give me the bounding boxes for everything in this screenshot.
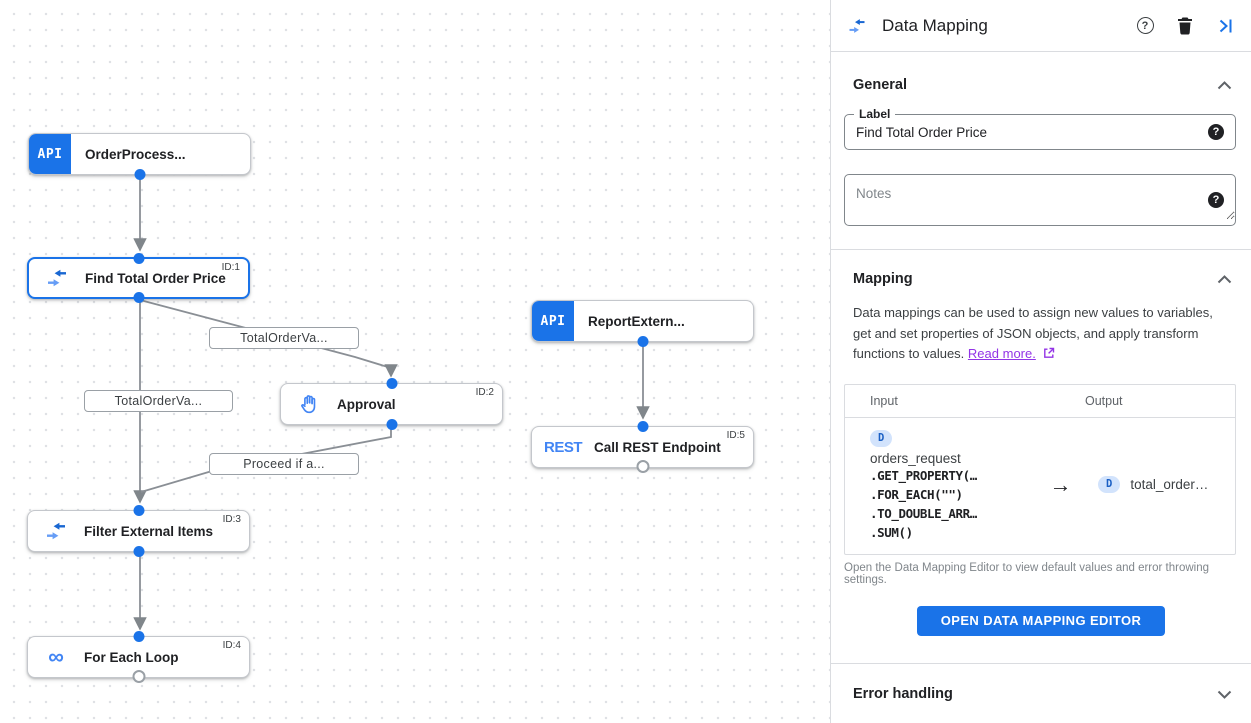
section-general-title: General <box>853 77 907 93</box>
transform-function: .TO_DOUBLE_ARR… <box>870 505 977 521</box>
loop-icon: ∞ <box>48 644 64 669</box>
input-column-header: Input <box>870 393 898 408</box>
hand-approval-icon <box>296 393 322 416</box>
label-input[interactable] <box>845 115 1235 149</box>
node-title: For Each Loop <box>84 649 179 665</box>
editor-hint-text: Open the Data Mapping Editor to view def… <box>844 561 1210 586</box>
node-title: Call REST Endpoint <box>594 439 721 455</box>
data-type-chip: D <box>870 429 893 447</box>
node-report-extern-trigger[interactable]: API ReportExtern... <box>531 300 754 347</box>
chevron-up-icon[interactable] <box>1217 274 1232 284</box>
node-id-badge: ID:1 <box>221 262 240 273</box>
connection-point[interactable] <box>636 460 649 473</box>
data-mapping-icon <box>847 16 867 36</box>
input-variable: orders_request <box>870 450 961 466</box>
notes-textarea[interactable] <box>845 175 1235 220</box>
transform-function: .FOR_EACH("") <box>870 486 963 502</box>
connection-point[interactable] <box>133 631 144 642</box>
node-call-rest-endpoint[interactable]: REST Call REST Endpoint ID:5 <box>531 421 754 473</box>
connection-point[interactable] <box>133 505 144 516</box>
flow-canvas[interactable]: API OrderProcess... Find Total Order Pri… <box>0 0 830 723</box>
mapping-table-header: Input Output <box>845 385 1235 418</box>
notes-help-icon[interactable]: ? <box>1208 192 1224 208</box>
connection-point[interactable] <box>133 253 144 264</box>
transform-function: .SUM() <box>870 524 913 540</box>
flow-edges <box>133 175 650 631</box>
node-id-badge: ID:2 <box>475 387 494 398</box>
data-type-chip: D <box>1098 476 1121 493</box>
mapping-input-cell: D orders_request .GET_PROPERTY(… .FOR_EA… <box>845 428 1023 542</box>
mapping-row[interactable]: D orders_request .GET_PROPERTY(… .FOR_EA… <box>845 418 1235 554</box>
chevron-up-icon[interactable] <box>1217 80 1232 90</box>
node-id-badge: ID:3 <box>222 514 241 525</box>
section-error-handling-title: Error handling <box>853 686 953 702</box>
divider <box>831 249 1251 250</box>
node-id-badge: ID:5 <box>726 430 745 441</box>
mapping-output-cell: D total_order… <box>1098 476 1208 493</box>
edge-label-total-order-value-2[interactable]: TotalOrderVa... <box>84 390 233 412</box>
help-icon[interactable]: ? <box>1135 16 1155 36</box>
node-title: Find Total Order Price <box>85 270 226 286</box>
label-field: Label ? <box>844 107 1236 150</box>
output-column-header: Output <box>1085 393 1123 408</box>
node-title: Approval <box>337 396 396 412</box>
connection-point[interactable] <box>133 546 144 557</box>
node-for-each-loop[interactable]: ∞ For Each Loop ID:4 <box>27 631 250 683</box>
connection-point[interactable] <box>132 670 145 683</box>
node-title: OrderProcess... <box>85 146 186 162</box>
mapping-table: Input Output D orders_request .GET_PROPE… <box>844 383 1236 555</box>
divider <box>831 662 1251 664</box>
edge-label-proceed-if[interactable]: Proceed if a... <box>209 453 359 475</box>
connection-point[interactable] <box>134 169 145 180</box>
mapping-arrow: → <box>1049 471 1072 497</box>
chevron-down-icon[interactable] <box>1217 690 1232 699</box>
external-link-icon <box>1043 345 1055 366</box>
node-title: ReportExtern... <box>588 313 685 329</box>
output-variable: total_order… <box>1130 477 1209 492</box>
api-trigger-icon: API <box>29 134 71 174</box>
node-approval[interactable]: Approval ID:2 <box>280 378 503 430</box>
node-find-total-order-price[interactable]: Find Total Order Price ID:1 <box>27 253 250 303</box>
read-more-link[interactable]: Read more. <box>967 346 1036 361</box>
panel-title: Data Mapping <box>882 15 988 35</box>
connection-point[interactable] <box>637 336 648 347</box>
transform-function: .GET_PROPERTY(… <box>870 467 977 483</box>
connection-point[interactable] <box>133 292 144 303</box>
config-panel: Data Mapping ? General <box>830 0 1251 723</box>
section-mapping-toggle[interactable]: Mapping <box>831 255 1251 303</box>
open-data-mapping-editor-button[interactable]: OPEN DATA MAPPING EDITOR <box>916 605 1166 636</box>
panel-header: Data Mapping ? <box>831 0 1251 52</box>
api-trigger-icon: API <box>532 301 574 341</box>
node-order-process-trigger[interactable]: API OrderProcess... <box>28 133 251 180</box>
node-filter-external-items[interactable]: Filter External Items ID:3 <box>27 505 250 557</box>
rest-icon: REST <box>544 438 583 456</box>
edge-label-total-order-value-1[interactable]: TotalOrderVa... <box>209 327 359 349</box>
collapse-panel-icon[interactable] <box>1215 16 1235 36</box>
section-error-handling-toggle[interactable]: Error handling <box>831 664 1251 723</box>
notes-field: ? <box>844 174 1236 226</box>
connection-point[interactable] <box>386 419 397 430</box>
node-title: Filter External Items <box>84 523 214 539</box>
data-mapping-icon <box>44 266 70 290</box>
section-mapping-title: Mapping <box>853 271 913 287</box>
label-field-label: Label <box>854 107 896 121</box>
mapping-description: Data mappings can be used to assign new … <box>831 303 1251 366</box>
data-mapping-icon <box>43 519 69 543</box>
node-id-badge: ID:4 <box>222 640 241 651</box>
label-help-icon[interactable]: ? <box>1208 124 1224 140</box>
delete-icon[interactable] <box>1175 16 1195 36</box>
connection-point[interactable] <box>386 378 397 389</box>
section-general-toggle[interactable]: General <box>831 61 1251 109</box>
connection-point[interactable] <box>637 421 648 432</box>
